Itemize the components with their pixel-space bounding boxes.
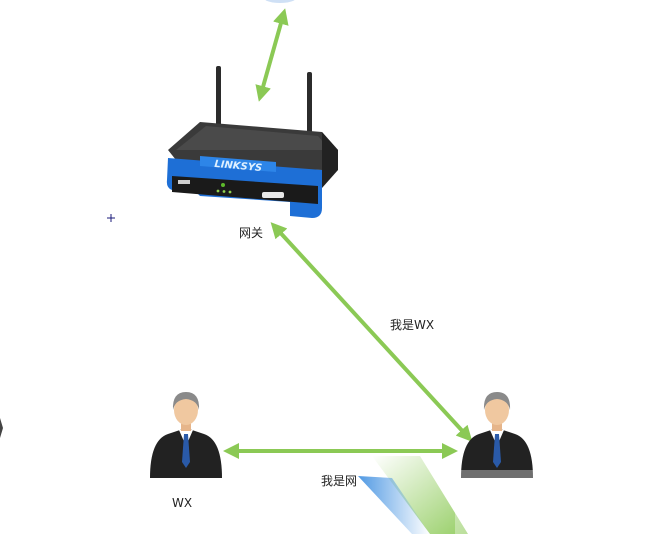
edge-label-gateway-right: 我是WX	[390, 318, 434, 332]
arrow-gateway-to-right-person	[270, 222, 473, 442]
highlight-streak-blue	[358, 476, 430, 534]
left-edge-fragment	[0, 418, 3, 438]
router-brand: LINKSYS	[214, 159, 263, 174]
crosshair-marker-icon	[107, 214, 115, 222]
person-left-icon	[150, 392, 222, 478]
gateway-label: 网关	[239, 226, 263, 240]
right-person-fade	[455, 470, 545, 534]
arrow-top-to-gateway	[255, 8, 289, 102]
edge-label-right-left: 我是网	[321, 474, 357, 488]
highlight-streak-green	[372, 456, 468, 534]
top-node-fragment	[265, 0, 295, 3]
person-right-icon	[461, 392, 533, 478]
router-icon: LINKSYS	[166, 66, 338, 218]
person-left-label: WX	[172, 496, 192, 510]
